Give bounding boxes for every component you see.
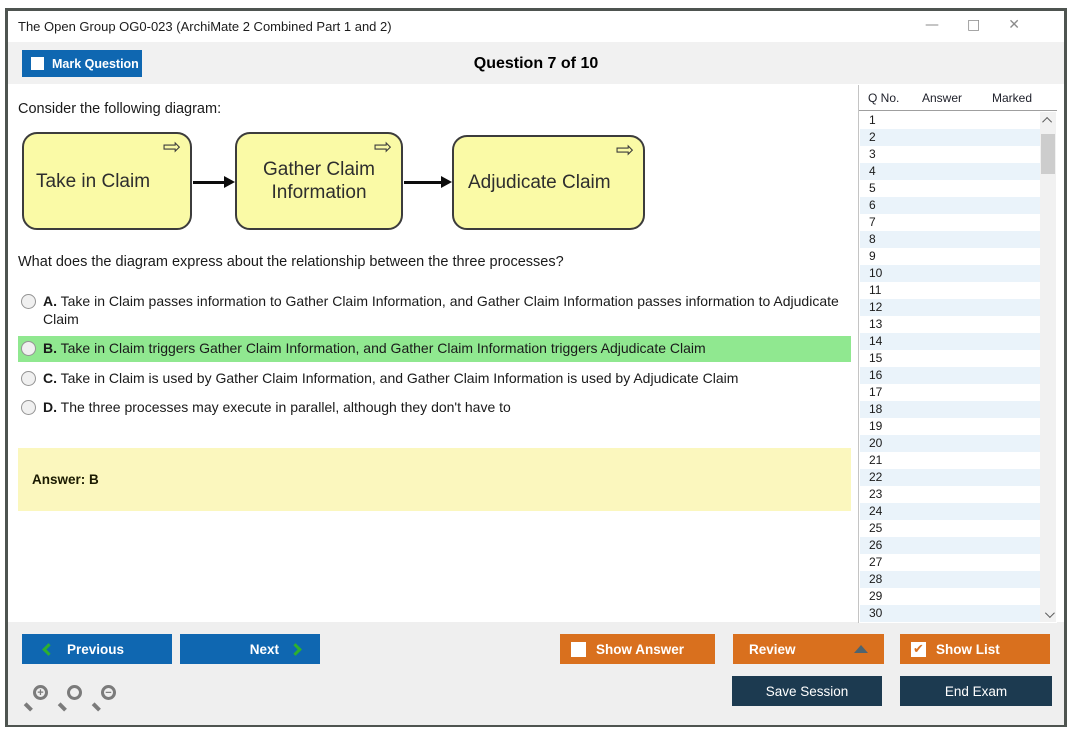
mark-question-checkbox[interactable] <box>31 57 44 70</box>
question-list-scrollbar[interactable] <box>1040 112 1056 622</box>
option-text: D. The three processes may execute in pa… <box>43 399 511 415</box>
column-marked: Marked <box>992 90 1033 105</box>
radio-button[interactable] <box>21 341 36 356</box>
chevron-left-icon <box>42 642 55 656</box>
previous-button[interactable]: Previous <box>22 634 172 664</box>
checkmark-icon: ✔ <box>913 641 924 657</box>
option-text: C. Take in Claim is used by Gather Claim… <box>43 369 739 386</box>
question-list-row[interactable]: 24 <box>860 503 1042 520</box>
option-text: A. Take in Claim passes information to G… <box>43 293 839 327</box>
option-text: B. Take in Claim triggers Gather Claim I… <box>43 340 706 356</box>
question-list-panel: Q No. Answer Marked 1 2 3 4 5 6 7 8 9 10… <box>858 85 1057 623</box>
question-list-row[interactable]: 23 <box>860 486 1042 503</box>
close-icon[interactable]: ✕ <box>1008 17 1020 33</box>
answer-option[interactable]: D. The three processes may execute in pa… <box>18 395 851 421</box>
header-bar <box>8 42 1064 84</box>
show-answer-checkbox[interactable] <box>571 641 586 657</box>
diagram-process-box: ⇨ Take in Claim <box>22 132 192 230</box>
radio-button[interactable] <box>21 294 36 309</box>
diagram-box-label: Gather Claim Information <box>263 159 375 203</box>
question-list-rows: 1 2 3 4 5 6 7 8 9 10 11 12 13 14 15 <box>860 112 1042 622</box>
chevron-right-icon <box>289 642 302 656</box>
diagram-process-box: ⇨ Adjudicate Claim <box>452 135 645 230</box>
question-list-row[interactable]: 21 <box>860 452 1042 469</box>
question-list-row[interactable]: 14 <box>860 333 1042 350</box>
question-counter: Question 7 of 10 <box>473 55 599 72</box>
maximize-icon[interactable]: □ <box>967 17 981 33</box>
answer-option[interactable]: A. Take in Claim passes information to G… <box>18 289 851 332</box>
column-answer: Answer <box>922 90 963 105</box>
zoom-reset-icon[interactable] <box>58 685 83 712</box>
question-list-row[interactable]: 2 <box>860 129 1042 146</box>
process-arrow-icon: ⇨ <box>615 138 634 163</box>
question-prompt: What does the diagram express about the … <box>18 254 564 270</box>
minimize-icon[interactable]: — <box>925 17 939 33</box>
question-list-row[interactable]: 8 <box>860 231 1042 248</box>
question-list-row[interactable]: 20 <box>860 435 1042 452</box>
question-list-row[interactable]: 9 <box>860 248 1042 265</box>
mark-question-label: Mark Question <box>52 56 139 71</box>
question-list-row[interactable]: 16 <box>860 367 1042 384</box>
question-list-row[interactable]: 30 <box>860 605 1042 622</box>
window-controls: — □ ✕ <box>925 14 1055 36</box>
scroll-up-icon[interactable] <box>1040 112 1056 128</box>
show-list-checkbox[interactable]: ✔ <box>911 641 926 657</box>
question-list-row[interactable]: 29 <box>860 588 1042 605</box>
question-list-row[interactable]: 7 <box>860 214 1042 231</box>
diagram-box-label: Adjudicate Claim <box>468 172 611 193</box>
question-list-row[interactable]: 4 <box>860 163 1042 180</box>
zoom-in-icon[interactable]: + <box>24 685 49 712</box>
window-title: The Open Group OG0-023 (ArchiMate 2 Comb… <box>18 19 392 34</box>
question-list-row[interactable]: 5 <box>860 180 1042 197</box>
scroll-down-icon[interactable] <box>1040 606 1056 622</box>
review-dropdown[interactable]: Review <box>733 634 884 664</box>
question-list-row[interactable]: 26 <box>860 537 1042 554</box>
mark-question-button[interactable]: Mark Question <box>22 50 142 77</box>
question-list-row[interactable]: 6 <box>860 197 1042 214</box>
radio-button[interactable] <box>21 370 36 386</box>
question-list-row[interactable]: 28 <box>860 571 1042 588</box>
question-list-row[interactable]: 1 <box>860 112 1042 129</box>
flow-arrow <box>193 176 235 187</box>
save-session-button[interactable]: Save Session <box>732 676 882 706</box>
next-button[interactable]: Next <box>180 634 320 664</box>
answer-option[interactable]: C. Take in Claim is used by Gather Claim… <box>18 366 851 392</box>
question-list-row[interactable]: 17 <box>860 384 1042 401</box>
question-list-row[interactable]: 13 <box>860 316 1042 333</box>
question-intro: Consider the following diagram: <box>18 101 222 117</box>
question-list-row[interactable]: 19 <box>860 418 1042 435</box>
question-list-row[interactable]: 12 <box>860 299 1042 316</box>
zoom-toolbar: + − <box>24 685 117 712</box>
diagram-process-box: ⇨ Gather Claim Information <box>235 132 403 230</box>
answer-option[interactable]: B. Take in Claim triggers Gather Claim I… <box>18 336 851 362</box>
answer-panel: Answer: B <box>18 448 851 511</box>
triangle-up-icon <box>854 645 868 653</box>
question-list-row[interactable]: 3 <box>860 146 1042 163</box>
radio-button[interactable] <box>21 400 36 415</box>
process-arrow-icon: ⇨ <box>373 135 392 160</box>
process-arrow-icon: ⇨ <box>162 135 181 160</box>
flow-arrow <box>404 176 452 187</box>
question-list-row[interactable]: 22 <box>860 469 1042 486</box>
scrollbar-thumb[interactable] <box>1041 134 1055 174</box>
question-list-row[interactable]: 10 <box>860 265 1042 282</box>
options-list: A. Take in Claim passes information to G… <box>18 289 851 425</box>
question-list-row[interactable]: 27 <box>860 554 1042 571</box>
show-answer-button[interactable]: Show Answer <box>560 634 715 664</box>
show-list-button[interactable]: ✔ Show List <box>900 634 1050 664</box>
diagram-box-label: Take in Claim <box>36 170 151 192</box>
question-list-row[interactable]: 18 <box>860 401 1042 418</box>
zoom-out-icon[interactable]: − <box>92 685 117 712</box>
question-list-header: Q No. Answer Marked <box>859 85 1057 111</box>
end-exam-button[interactable]: End Exam <box>900 676 1052 706</box>
question-list-row[interactable]: 25 <box>860 520 1042 537</box>
answer-label: Answer: B <box>32 472 99 487</box>
question-list-row[interactable]: 15 <box>860 350 1042 367</box>
column-qno: Q No. <box>868 90 900 105</box>
question-list-row[interactable]: 11 <box>860 282 1042 299</box>
